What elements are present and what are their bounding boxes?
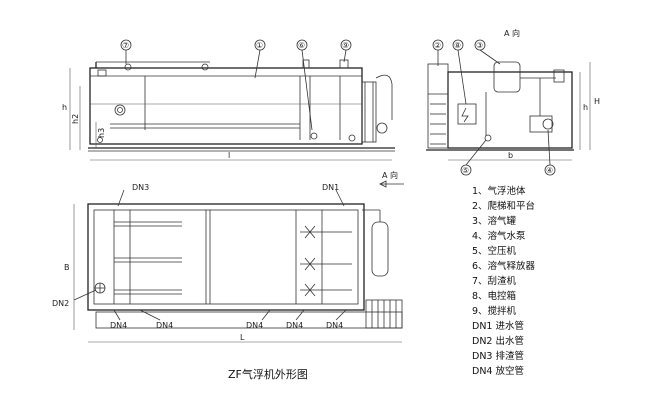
port-dn4-label-2: DN4 xyxy=(156,321,173,330)
legend-item: 6、溶气释放器 xyxy=(472,260,536,272)
legend-item: 1、气浮池体 xyxy=(472,185,526,197)
dim-h-side: h xyxy=(583,103,588,112)
callout-8: ⑧ xyxy=(454,41,461,50)
dim-h3-front: h3 xyxy=(97,128,106,138)
callout-1: ① xyxy=(256,41,263,50)
port-dn4-label-5: DN4 xyxy=(326,321,343,330)
dim-H-side: H xyxy=(594,97,600,106)
legend-item: 8、电控箱 xyxy=(472,290,516,302)
legend-item: 7、刮渣机 xyxy=(472,275,517,287)
side-elevation-view xyxy=(426,39,591,176)
legend-item: DN3 排渣管 xyxy=(472,350,524,362)
legend-item: 5、空压机 xyxy=(472,245,517,257)
port-dn2-label: DN2 xyxy=(52,299,69,308)
port-dn4-label-3: DN4 xyxy=(246,321,263,330)
callout-3: ③ xyxy=(476,41,483,50)
dim-h2-front: h2 xyxy=(71,114,80,124)
callout-5: ⑤ xyxy=(462,166,469,175)
legend-item: DN4 放空管 xyxy=(472,365,524,377)
legend: 1、气浮池体 2、爬梯和平台 3、溶气罐 4、溶气水泵 5、空压机 6、溶气释放… xyxy=(472,185,536,377)
port-dn1-label: DN1 xyxy=(322,183,339,192)
direction-label-top: A 向 xyxy=(504,28,520,38)
dim-L-plan: L xyxy=(240,333,245,342)
callout-4: ④ xyxy=(546,166,553,175)
direction-label-plan: A 向 xyxy=(382,170,398,180)
legend-item: 4、溶气水泵 xyxy=(472,230,526,242)
legend-item: 3、溶气罐 xyxy=(472,215,517,227)
dim-h-front: h xyxy=(62,103,67,112)
callout-2: ② xyxy=(434,41,441,50)
dim-b-side: b xyxy=(508,151,513,160)
figure-caption: ZF气浮机外形图 xyxy=(228,367,308,381)
port-dn4-label-1: DN4 xyxy=(110,321,127,330)
legend-item: 9、搅拌机 xyxy=(472,305,517,317)
dim-B-plan: B xyxy=(64,263,70,272)
legend-item: DN2 出水管 xyxy=(472,335,524,347)
callout-7: ⑦ xyxy=(122,41,129,50)
callout-6: ⑥ xyxy=(298,41,305,50)
plan-view xyxy=(73,180,404,343)
port-dn3-label: DN3 xyxy=(132,183,149,192)
legend-item: DN1 进水管 xyxy=(472,320,524,332)
dim-l-front: l xyxy=(228,151,230,160)
port-dn4-label-4: DN4 xyxy=(286,321,303,330)
front-elevation-view xyxy=(69,39,395,161)
legend-item: 2、爬梯和平台 xyxy=(472,200,535,212)
callout-9: ⑨ xyxy=(342,41,349,50)
